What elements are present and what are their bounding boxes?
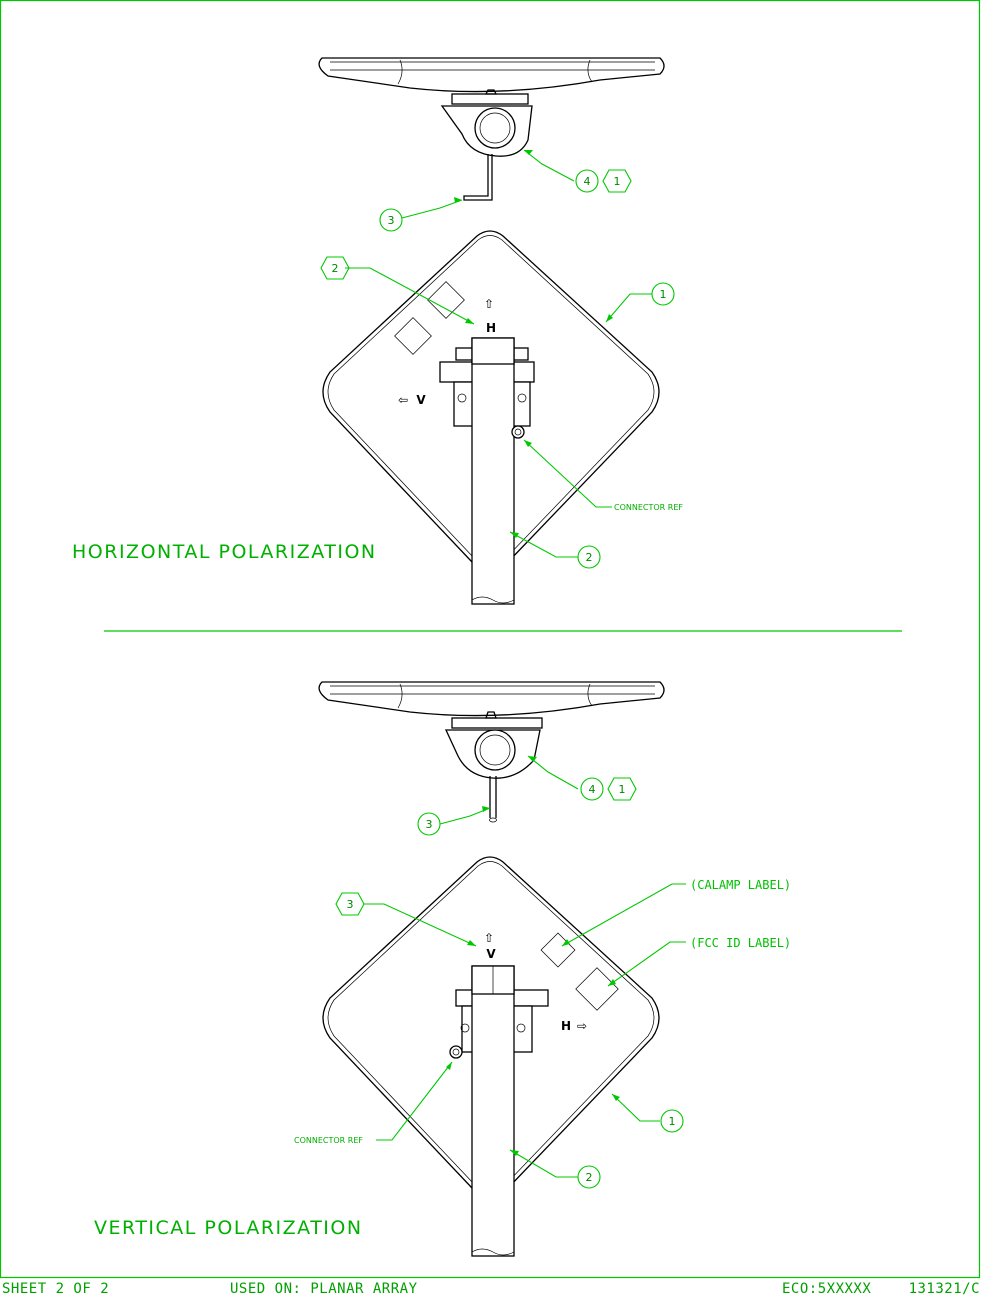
svg-text:1: 1 [619,783,626,796]
vertical-pol-side: H [561,1019,571,1033]
horizontal-pol-markers: ⇧ H ⇦ V [398,297,496,407]
balloon-item-4: 4 [580,777,604,801]
horizontal-pol-top: H [486,321,496,335]
footer-used-on: USED ON: PLANAR ARRAY [230,1281,418,1297]
balloon-item-2: 2 [577,1165,601,1189]
horizontal-front-view [322,230,660,605]
svg-text:⇧: ⇧ [484,931,494,945]
vertical-fcc-label: (FCC ID LABEL) [690,936,791,950]
svg-text:1: 1 [669,1115,676,1128]
horizontal-connector-ref: CONNECTOR REF [614,503,683,512]
horizontal-pol-side: V [416,393,426,407]
svg-text:3: 3 [388,214,395,227]
vertical-front-view [322,856,660,1257]
vertical-front-leaders [364,883,686,1178]
balloon-item-1: 1 [660,1109,684,1133]
horizontal-front-leaders [345,267,652,558]
balloon-item-4: 4 [575,169,599,193]
vertical-title: VERTICAL POLARIZATION [94,1217,363,1239]
svg-text:4: 4 [584,175,591,188]
vertical-pol-markers: ⇧ V H ⇨ [484,931,587,1033]
svg-text:2: 2 [586,1171,593,1184]
footer-eco: ECO:5XXXXX [782,1281,871,1297]
footer-sheet: SHEET 2 OF 2 [2,1281,109,1297]
vertical-calamp-label: (CALAMP LABEL) [690,878,791,892]
vertical-side-view [318,681,665,823]
svg-text:⇨: ⇨ [577,1019,587,1033]
svg-text:1: 1 [660,288,667,301]
svg-text:⇦: ⇦ [398,393,408,407]
balloon-item-2: 2 [577,545,601,569]
balloon-note-2: 2 [320,256,350,280]
balloon-note-1: 1 [607,777,637,801]
balloon-note-3: 3 [335,892,365,916]
svg-text:2: 2 [586,551,593,564]
horizontal-side-view [318,57,665,201]
vertical-side-leaders [439,755,579,825]
svg-text:2: 2 [332,262,339,275]
horizontal-balloons: 4 1 3 2 1 2 [320,169,675,569]
balloon-note-1: 1 [602,169,632,193]
balloon-item-1: 1 [651,282,675,306]
svg-text:3: 3 [347,898,354,911]
vertical-connector-ref: CONNECTOR REF [294,1136,363,1145]
balloon-item-3: 3 [417,812,441,836]
svg-text:3: 3 [426,818,433,831]
vertical-balloons: 4 1 3 3 1 2 [335,777,684,1189]
vertical-pol-top: V [486,947,496,961]
footer-doc-number: 131321/C [909,1281,980,1297]
horizontal-title: HORIZONTAL POLARIZATION [72,541,377,563]
svg-text:1: 1 [614,175,621,188]
svg-text:4: 4 [589,783,596,796]
horizontal-side-leaders [401,149,575,219]
svg-text:⇧: ⇧ [484,297,494,311]
balloon-item-3: 3 [379,208,403,232]
footer: SHEET 2 OF 2 USED ON: PLANAR ARRAY ECO:5… [2,1281,980,1297]
